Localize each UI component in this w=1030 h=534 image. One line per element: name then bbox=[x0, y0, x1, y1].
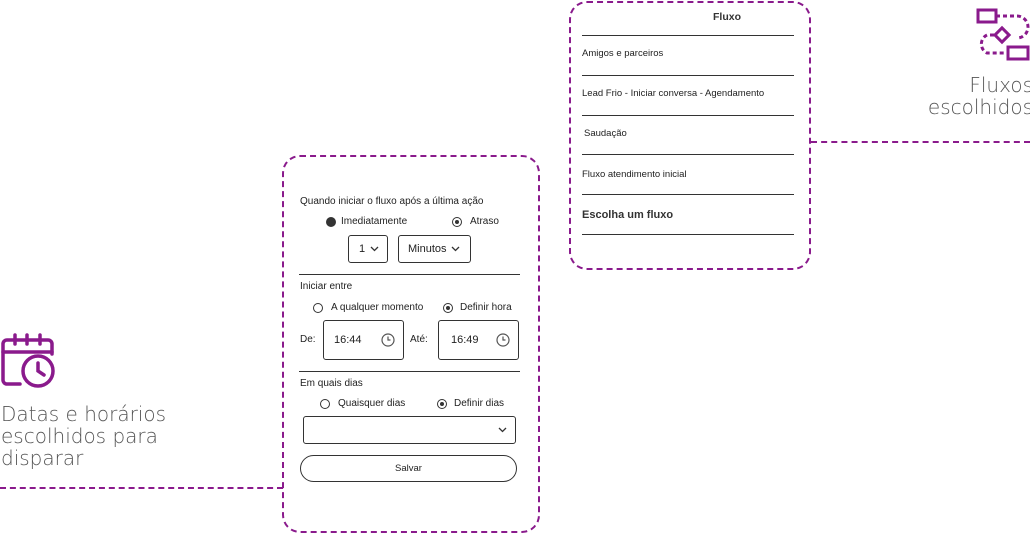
divider bbox=[299, 274, 520, 275]
divider bbox=[582, 115, 794, 116]
radio-delay[interactable]: Atraso bbox=[452, 216, 499, 227]
radio-any-days[interactable]: Quaisquer dias bbox=[320, 398, 405, 409]
radio-set-time-label: Definir hora bbox=[460, 302, 512, 313]
radio-immediately[interactable]: Imediatamente bbox=[326, 216, 407, 227]
days-select[interactable] bbox=[303, 416, 516, 444]
to-label: Até: bbox=[410, 334, 428, 345]
divider bbox=[582, 194, 794, 195]
clock-icon bbox=[496, 333, 510, 347]
clock-icon bbox=[381, 333, 395, 347]
to-time-value: 16:49 bbox=[451, 334, 479, 346]
delay-unit: Minutos bbox=[408, 243, 447, 255]
schedule-panel bbox=[282, 155, 540, 533]
to-time-input[interactable]: 16:49 bbox=[438, 320, 519, 360]
radio-set-days-label: Definir dias bbox=[454, 398, 505, 409]
radio-any-time-label: A qualquer momento bbox=[331, 302, 424, 313]
from-time-input[interactable]: 16:44 bbox=[323, 320, 404, 360]
radio-set-time[interactable]: Definir hora bbox=[443, 302, 512, 313]
divider bbox=[582, 154, 794, 155]
dates-caption: Datas e horários escolhidos para dispara… bbox=[1, 402, 167, 470]
divider bbox=[582, 35, 794, 36]
divider bbox=[582, 75, 794, 76]
flows-caption: Fluxos escolhidos bbox=[927, 73, 1030, 119]
radio-immediately-dot bbox=[326, 216, 336, 227]
flow-panel-header: Fluxo bbox=[713, 11, 741, 23]
from-time-value: 16:44 bbox=[334, 334, 362, 346]
from-label: De: bbox=[300, 334, 316, 345]
radio-delay-label: Atraso bbox=[470, 216, 499, 227]
flow-diagram-icon bbox=[976, 8, 1030, 61]
radio-any-time-dot bbox=[313, 302, 323, 313]
flow-panel bbox=[569, 1, 811, 270]
chevron-down-icon bbox=[370, 246, 379, 252]
delay-value-select[interactable]: 1 bbox=[348, 235, 388, 263]
when-title: Quando iniciar o fluxo após a última açã… bbox=[300, 196, 484, 207]
radio-delay-dot bbox=[452, 216, 462, 227]
radio-any-time[interactable]: A qualquer momento bbox=[313, 302, 423, 313]
chevron-down-icon bbox=[451, 246, 459, 252]
flow-select-placeholder[interactable]: Escolha um fluxo bbox=[582, 209, 674, 221]
radio-any-days-label: Quaisquer dias bbox=[338, 398, 406, 409]
radio-immediately-label: Imediatamente bbox=[341, 216, 408, 227]
radio-set-days[interactable]: Definir dias bbox=[437, 398, 504, 409]
flow-item-amigos[interactable]: Amigos e parceiros bbox=[582, 48, 664, 59]
radio-set-days-dot bbox=[437, 398, 447, 409]
flow-item-saudacao[interactable]: Saudação bbox=[584, 128, 627, 139]
divider bbox=[299, 371, 520, 372]
flow-item-atendimento[interactable]: Fluxo atendimento inicial bbox=[582, 169, 687, 180]
divider bbox=[582, 234, 794, 235]
flow-item-lead-frio[interactable]: Lead Frio - Iniciar conversa - Agendamen… bbox=[582, 88, 765, 99]
delay-value: 1 bbox=[359, 243, 366, 255]
radio-any-days-dot bbox=[320, 398, 330, 409]
calendar-clock-icon bbox=[1, 333, 55, 388]
connector-line bbox=[811, 141, 1030, 143]
radio-set-time-dot bbox=[443, 302, 453, 313]
save-button[interactable]: Salvar bbox=[300, 455, 517, 482]
delay-unit-select[interactable]: Minutos bbox=[398, 235, 471, 263]
connector-line bbox=[0, 487, 283, 489]
start-between-title: Iniciar entre bbox=[300, 281, 353, 292]
chevron-down-icon bbox=[498, 427, 507, 433]
days-title: Em quais dias bbox=[300, 378, 363, 389]
